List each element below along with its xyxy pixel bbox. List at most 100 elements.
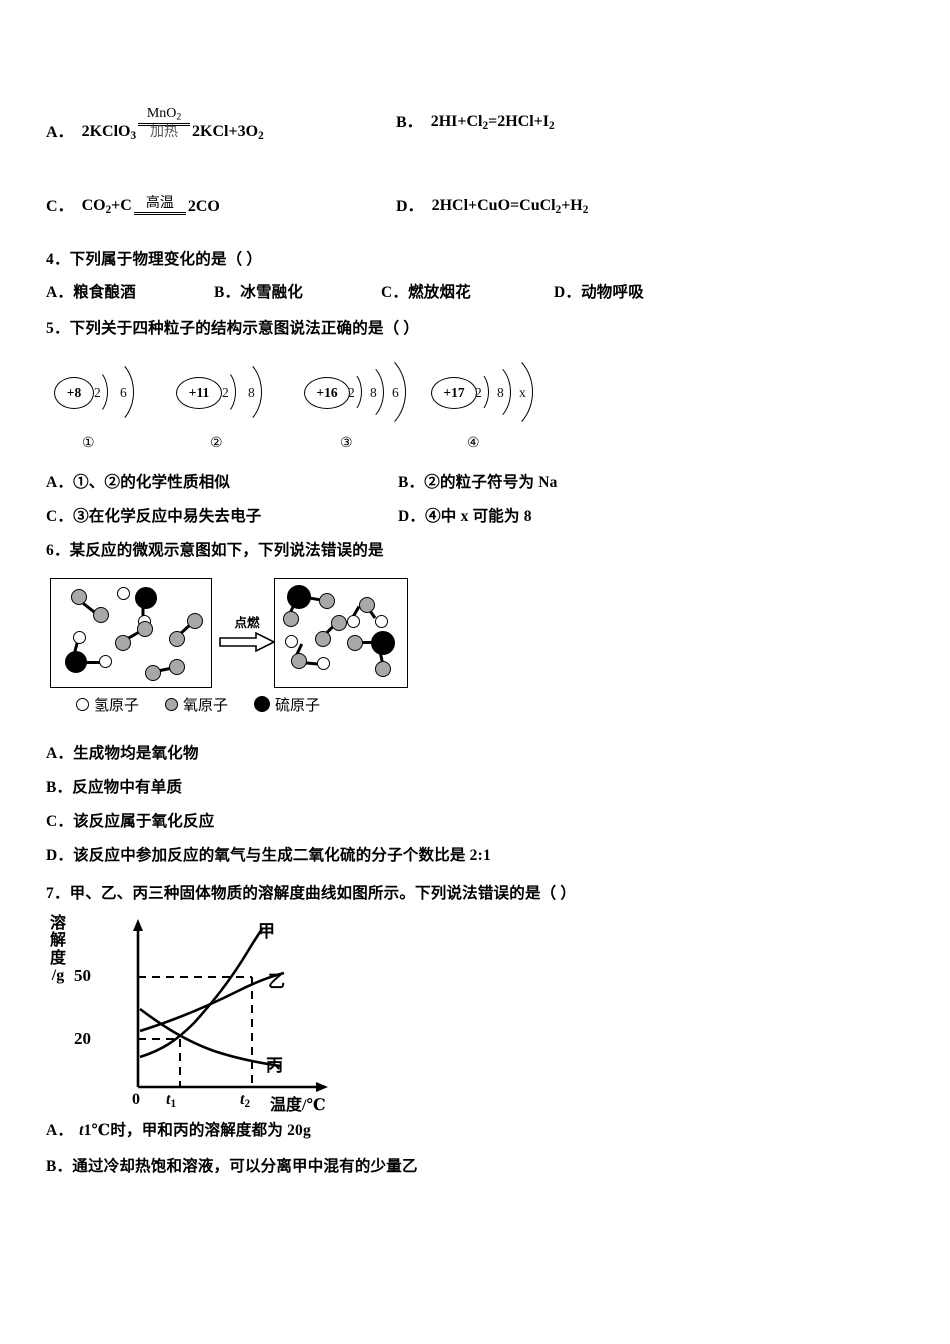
- q6-option-a: A．生成物均是氧化物: [46, 744, 199, 762]
- reaction-arrow: 点燃: [218, 612, 276, 652]
- question3-options: A． 2KClO3 MnO2 加热 2KCl+3O2 B． 2HI+Cl2=2H…: [46, 72, 706, 242]
- option-c-label: C．: [46, 198, 74, 215]
- option-c-equation: C． CO2+C 高温 2CO: [46, 192, 220, 216]
- option-a-condition: MnO2 加热: [138, 106, 191, 141]
- sulfur-atom: [65, 650, 87, 673]
- electron-shell: [80, 356, 134, 427]
- q4-option-c: C．燃放烟花: [381, 284, 471, 302]
- question5-options: A．①、②的化学性质相似 B．②的粒子符号为 Na C．③在化学反应中易失去电子…: [46, 471, 706, 537]
- y-axis-arrow: [133, 919, 143, 931]
- micro-reaction-diagram: 点燃: [46, 570, 706, 720]
- legend-label: 氢原子: [94, 697, 140, 714]
- q6-option-b: B．反应物中有单质: [46, 778, 183, 796]
- sulfur-atom: [371, 630, 395, 655]
- oxygen-atom-icon: [165, 697, 179, 711]
- reactants-box: [50, 577, 212, 688]
- option-a-label: A．: [46, 123, 74, 141]
- hydrogen-atom: [375, 614, 388, 628]
- oxygen-atom: [291, 652, 307, 669]
- q7-option-b: B．通过冷却热饱和溶液，可以分离甲中混有的少量乙: [46, 1158, 418, 1175]
- diagram-legend: 氢原子 氧原子 硫原子: [76, 694, 346, 715]
- particle-tag: ③: [340, 435, 353, 451]
- particle-diagram-2: +11 2 8 ②: [176, 347, 296, 457]
- q4-option-a: A．粮食酿酒: [46, 284, 136, 302]
- electron-shell: [463, 350, 533, 433]
- q5-option-a: A．①、②的化学性质相似: [46, 473, 231, 491]
- q4-option-b: B．冰雪融化: [214, 284, 304, 302]
- particle-tag: ④: [467, 435, 480, 451]
- legend-item-hydrogen: 氢原子: [76, 694, 139, 715]
- x-axis-label: 温度/℃: [270, 1097, 326, 1114]
- q6-option-d: D．该反应中参加反应的氧气与生成二氧化硫的分子个数比是 2:1: [46, 846, 491, 864]
- particle-tag: ②: [210, 435, 223, 451]
- particle-tag: ①: [82, 435, 95, 451]
- nucleus-charge: +16: [304, 376, 350, 409]
- option-c-condition: 高温: [133, 197, 186, 215]
- oxygen-atom: [315, 630, 331, 647]
- option-b-label: B．: [396, 114, 423, 131]
- oxygen-atom: [145, 664, 161, 681]
- page-content: A． 2KClO3 MnO2 加热 2KCl+3O2 B． 2HI+Cl2=2H…: [46, 72, 706, 1199]
- hydrogen-atom: [117, 586, 130, 600]
- oxygen-atom: [375, 660, 391, 677]
- oxygen-atom: [93, 606, 109, 623]
- oxygen-atom: [187, 612, 203, 629]
- option-c-product: 2CO: [187, 198, 220, 215]
- x-tick-t2: t2: [240, 1091, 251, 1111]
- curve-label-bing: 丙: [266, 1056, 283, 1075]
- hydrogen-atom: [317, 656, 330, 670]
- shell-electron-count: 8: [248, 384, 255, 400]
- electron-shell: [336, 350, 406, 433]
- x-axis-arrow: [316, 1082, 328, 1092]
- particle-diagrams: +8 2 6 ① +11 2 8 ② +16 2 8 6 ③: [46, 347, 706, 467]
- curve-label-yi: 乙: [268, 972, 285, 991]
- oxygen-atom: [347, 634, 363, 651]
- electron-shell: [208, 356, 262, 427]
- question4-options: A．粮食酿酒 B．冰雪融化 C．燃放烟花 D．动物呼吸: [46, 281, 706, 315]
- legend-item-oxygen: 氧原子: [165, 694, 228, 715]
- oxygen-atom: [169, 630, 185, 647]
- question5-stem: 5．下列关于四种粒子的结构示意图说法正确的是（ ）: [46, 320, 420, 338]
- hydrogen-atom: [99, 654, 112, 668]
- legend-label: 氧原子: [183, 697, 229, 714]
- solubility-chart: 溶 解 度 /g 50 20: [46, 911, 706, 1114]
- arrow-condition-label: 点燃: [234, 615, 260, 630]
- bond: [81, 660, 103, 664]
- hydrogen-atom-icon: [76, 697, 89, 711]
- hydrogen-atom: [73, 630, 86, 644]
- oxygen-atom: [319, 592, 335, 609]
- option-b-text: 2HI+Cl2=2HCl+I2: [430, 112, 555, 132]
- curve-label-jia: 甲: [258, 922, 275, 941]
- arrow-icon: [219, 631, 276, 652]
- shell-electron-count: 2: [222, 384, 229, 400]
- legend-item-sulfur: 硫原子: [254, 694, 320, 715]
- q4-option-d: D．动物呼吸: [554, 284, 644, 302]
- q6-option-c: C．该反应属于氧化反应: [46, 812, 215, 830]
- particle-diagram-4: +17 2 8 x ④: [431, 347, 551, 457]
- q7-option-a: A．t1℃时，甲和丙的溶解度都为 20g: [46, 1122, 311, 1139]
- legend-label: 硫原子: [275, 697, 321, 714]
- x-tick-origin: 0: [132, 1091, 140, 1108]
- y-tick-20: 20: [74, 1029, 91, 1048]
- option-b-equation: B． 2HI+Cl2=2HCl+I2: [396, 108, 555, 132]
- y-tick-50: 50: [74, 966, 91, 985]
- option-a-equation: A． 2KClO3 MnO2 加热 2KCl+3O2: [46, 106, 264, 142]
- question7-options: A．t1℃时，甲和丙的溶解度都为 20g B．通过冷却热饱和溶液，可以分离甲中混…: [46, 1119, 706, 1199]
- shell-electron-count: 2: [94, 384, 101, 400]
- curve-yi: [139, 971, 285, 1033]
- oxygen-atom: [169, 658, 185, 675]
- sulfur-atom-icon: [254, 696, 271, 713]
- shell-electron-count: 6: [392, 384, 399, 400]
- option-d-label: D．: [396, 198, 424, 215]
- sulfur-atom: [135, 586, 157, 609]
- shell-electron-count: 6: [120, 384, 127, 400]
- question7-stem: 7．甲、乙、丙三种固体物质的溶解度曲线如图所示。下列说法错误的是（ ）: [46, 884, 577, 902]
- shell-electron-count: 2: [475, 384, 482, 400]
- sulfur-atom: [287, 584, 311, 609]
- shell-electron-count: 2: [348, 384, 355, 400]
- double-line: [138, 123, 191, 127]
- catalyst-label: MnO2: [146, 106, 182, 123]
- particle-diagram-1: +8 2 6 ①: [54, 347, 174, 457]
- option-c-reactant: CO2+C: [81, 196, 132, 216]
- particle-diagram-3: +16 2 8 6 ③: [304, 347, 424, 457]
